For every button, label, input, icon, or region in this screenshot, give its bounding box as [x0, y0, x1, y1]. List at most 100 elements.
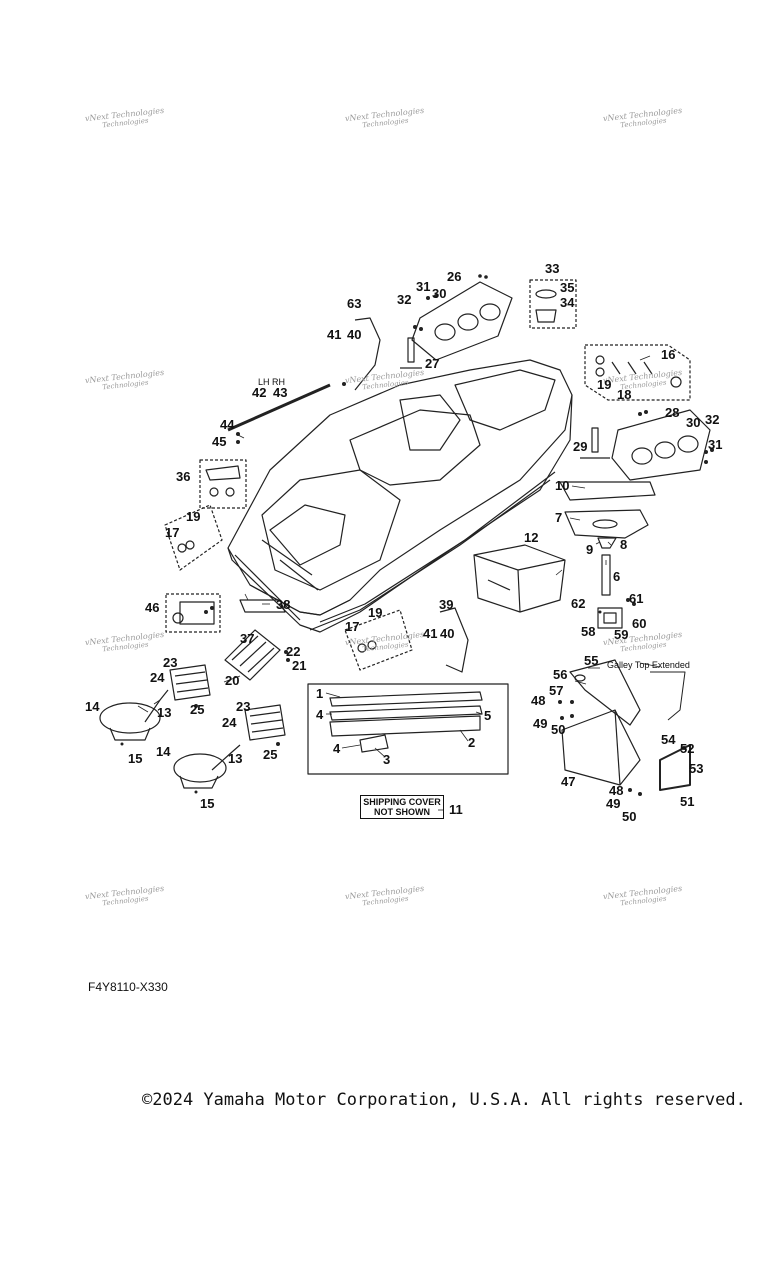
cup-holder [535, 309, 557, 323]
callout-3: 3 [383, 752, 391, 767]
callout-49: 49 [606, 796, 621, 811]
table-base [597, 537, 617, 549]
bumper-clip-3 [359, 734, 389, 753]
callout-32: 32 [705, 412, 720, 427]
callout-1: 1 [316, 686, 324, 701]
step-23-lower [244, 704, 286, 741]
cleat-box-36 [199, 459, 247, 509]
callout-23: 23 [163, 655, 178, 670]
callout-30: 30 [432, 286, 447, 301]
callout-4: 4 [316, 707, 324, 722]
callout-45: 45 [212, 434, 227, 449]
callout-15: 15 [200, 796, 215, 811]
callout-48: 48 [609, 783, 624, 798]
callout-34: 34 [560, 295, 575, 310]
callout-51: 51 [680, 794, 695, 809]
callout-26: 26 [447, 269, 462, 284]
callout-19: 19 [597, 377, 612, 392]
callout-14: 14 [85, 699, 100, 714]
galley-top-extended-label: Galley Top Extended [607, 660, 690, 670]
bumper-base-2 [329, 715, 481, 737]
pedestal-27 [400, 337, 422, 369]
callout-13: 13 [228, 751, 243, 766]
storage-lid-28 [611, 409, 711, 481]
storage-lid-26 [411, 281, 513, 361]
callout-5: 5 [484, 708, 492, 723]
grab-handle-39 [439, 607, 469, 673]
callout-50: 50 [551, 722, 566, 737]
bumper-strip-1 [329, 691, 483, 707]
table-top-7 [564, 509, 649, 539]
callout-53: 53 [689, 761, 704, 776]
callout-37: 37 [240, 631, 255, 646]
callout-62: 62 [571, 596, 586, 611]
callout-48: 48 [531, 693, 546, 708]
cup-holder-box [529, 279, 577, 329]
callout-56: 56 [553, 667, 568, 682]
callout-33: 33 [545, 261, 560, 276]
callout-31: 31 [708, 437, 723, 452]
callout-54: 54 [661, 732, 676, 747]
galley-base-47 [561, 709, 641, 786]
callout-22: 22 [286, 644, 301, 659]
callout-40: 40 [347, 327, 362, 342]
cooler-12 [473, 544, 566, 613]
callout-19: 19 [186, 509, 201, 524]
callout-15: 15 [128, 751, 143, 766]
callout-13: 13 [157, 705, 172, 720]
callout-40: 40 [440, 626, 455, 641]
pedestal-29 [580, 427, 610, 459]
seat-14-lower [173, 744, 241, 789]
callout-19: 19 [368, 605, 383, 620]
latch-box-17-left [164, 504, 223, 571]
cleat-37-38 [239, 599, 286, 613]
galley-top-55 [569, 659, 641, 726]
callout-7: 7 [555, 510, 563, 525]
cup-ring [535, 289, 557, 299]
grab-rail-63 [354, 317, 381, 391]
bumper-strip-5 [329, 705, 483, 721]
step-20 [224, 629, 281, 681]
latch-box-17-right [344, 609, 413, 671]
callout-43: 43 [273, 385, 288, 400]
side-label: LH RH [258, 377, 286, 387]
callout-39: 39 [439, 597, 454, 612]
callout-36: 36 [176, 469, 191, 484]
callout-25: 25 [263, 747, 278, 762]
latch-box-16 [584, 344, 691, 401]
callout-52: 52 [680, 741, 695, 756]
callout-6: 6 [613, 569, 621, 584]
callout-55: 55 [584, 653, 599, 668]
frame-51 [659, 744, 691, 791]
hardware-dots [120, 274, 714, 796]
callout-14: 14 [156, 744, 171, 759]
callout-11: 11 [449, 802, 463, 817]
callout-46: 46 [145, 600, 160, 615]
callout-63: 63 [347, 296, 362, 311]
callout-49: 49 [533, 716, 548, 731]
callout-8: 8 [620, 537, 628, 552]
callout-24: 24 [222, 715, 237, 730]
leader-lines [137, 355, 661, 811]
callout-21: 21 [292, 658, 307, 673]
diagram-code: F4Y8110-X330 [88, 980, 168, 994]
callout-47: 47 [561, 774, 576, 789]
callout-16: 16 [661, 347, 676, 362]
callout-4: 4 [333, 741, 341, 756]
callout-60: 60 [632, 616, 647, 631]
table-post-6 [601, 554, 611, 596]
callout-24: 24 [150, 670, 165, 685]
table-top-10 [559, 481, 656, 501]
callout-12: 12 [524, 530, 539, 545]
callout-10: 10 [555, 478, 570, 493]
callout-44: 44 [220, 417, 235, 432]
rail-42-43 [227, 383, 331, 432]
copyright-notice: ©2024 Yamaha Motor Corporation, U.S.A. A… [142, 1090, 746, 1110]
step-23-upper [169, 664, 211, 701]
callout-28: 28 [665, 405, 680, 420]
callout-17: 17 [345, 619, 360, 634]
callout-2: 2 [468, 735, 476, 750]
callout-27: 27 [425, 356, 440, 371]
callout-59: 59 [614, 627, 629, 642]
callout-9: 9 [586, 542, 594, 557]
